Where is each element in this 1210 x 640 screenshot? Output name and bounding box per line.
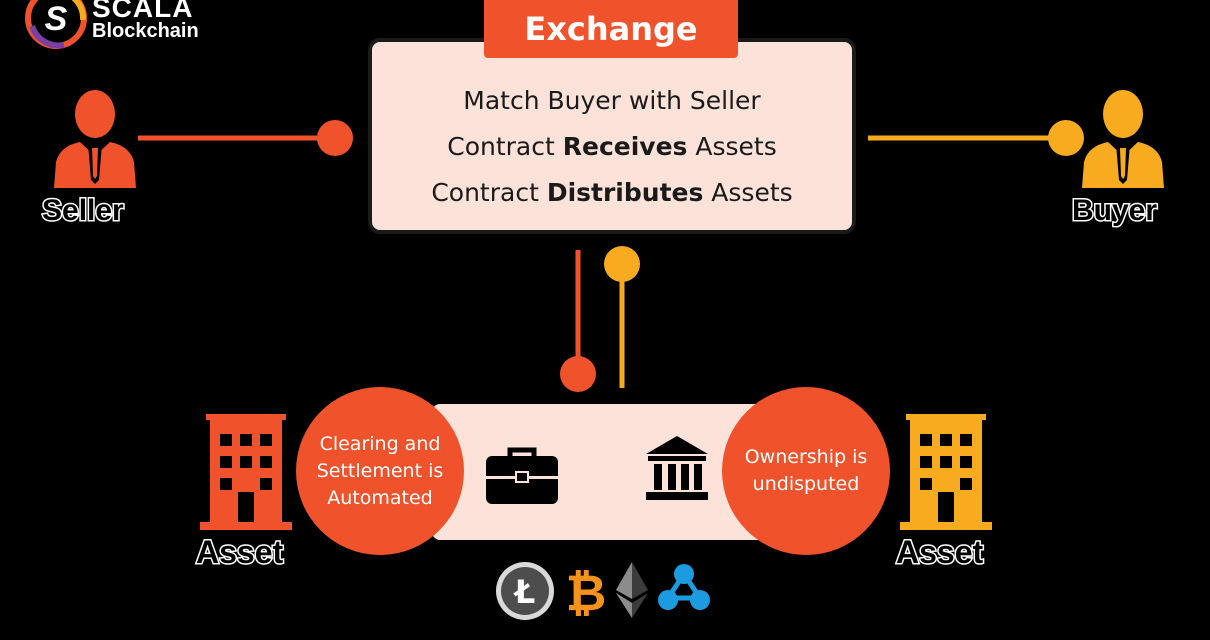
seller-connector-dot [317, 120, 353, 156]
exchange-up-dot [604, 246, 640, 282]
ethereum-icon [614, 560, 650, 624]
litecoin-icon: Ł [494, 560, 556, 626]
logo-glyph: S [45, 0, 68, 38]
ownership-line-1: Ownership is [744, 446, 868, 468]
seller-building-icon [200, 414, 292, 534]
clearing-line-1: Clearing and [319, 432, 441, 455]
right-asset-label: Asset [894, 533, 984, 572]
exchange-line-match: Match Buyer with Seller [463, 86, 761, 115]
clearing-settlement-circle: Clearing and Settlement is Automated [296, 387, 464, 555]
litecoin-glyph: Ł [513, 573, 536, 611]
exchange-down-dot [560, 356, 596, 392]
seller-person-icon [50, 84, 140, 196]
ripple-icon [656, 560, 712, 620]
clearing-line-2: Settlement is [316, 459, 444, 482]
bitcoin-glyph: ₿ [566, 564, 607, 620]
buyer-connector-dot [1048, 120, 1084, 156]
exchange-line-receives: Contract Receives Assets [447, 132, 777, 161]
buyer-label: Buyer [1070, 193, 1158, 229]
logo-badge: S [24, 0, 88, 50]
ownership-circle: Ownership is undisputed [722, 387, 890, 555]
exchange-title: Exchange [484, 0, 738, 58]
clearing-line-3: Automated [327, 486, 433, 509]
bank-icon [644, 434, 710, 506]
logo-subtext: Blockchain [92, 20, 199, 42]
seller-label: Seller [41, 193, 126, 229]
buyer-building-icon [900, 414, 992, 534]
logo-text: SCALA [92, 0, 194, 23]
briefcase-icon [484, 446, 560, 510]
left-asset-label: Asset [194, 533, 284, 572]
bitcoin-icon: ₿ [562, 562, 610, 624]
buyer-person-icon [1078, 84, 1168, 196]
ownership-line-2: undisputed [752, 473, 860, 495]
exchange-line-distributes: Contract Distributes Assets [431, 178, 793, 207]
